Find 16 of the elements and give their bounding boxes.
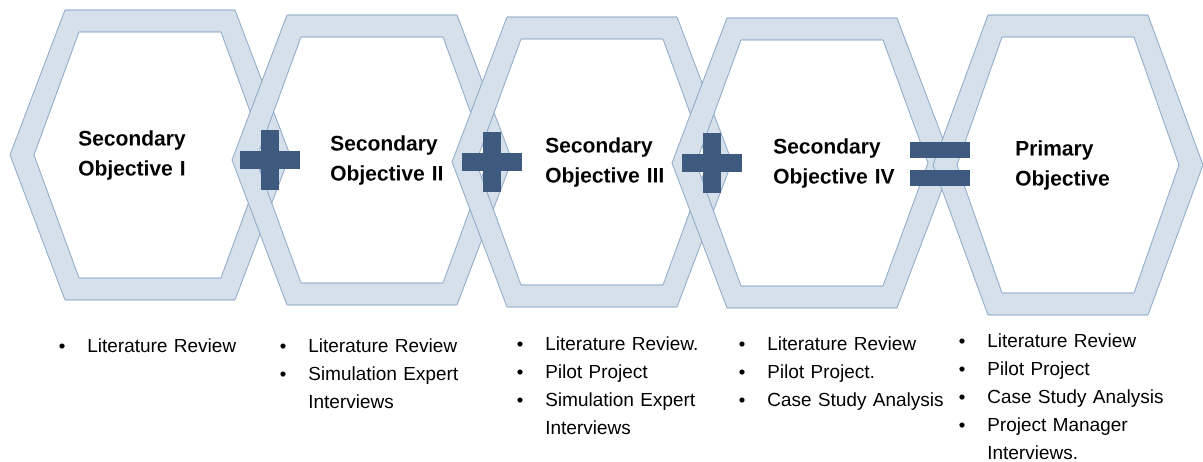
bullet-item: Case Study Analysis: [739, 392, 943, 410]
bullet-item: Project Manager Interviews.: [959, 417, 1128, 460]
hexagon-ring: Primary Objective: [932, 14, 1203, 316]
bullet-item: Literature Review: [739, 336, 917, 351]
bullet-item: Literature Review: [280, 338, 458, 353]
bullet-item: Literature Review: [959, 333, 1137, 348]
bullet-item: Literature Review: [59, 338, 237, 353]
bullet-item: Simulation Expert Interviews: [280, 366, 458, 409]
bullet-item: Case Study Analysis: [959, 389, 1163, 407]
bullet-item: Simulation Expert Interviews: [517, 392, 695, 435]
hexagon-ring: Secondary Objective IV: [671, 17, 953, 309]
bullet-item: Pilot Project: [959, 361, 1090, 379]
hexagon-ring: Secondary Objective I: [9, 9, 291, 301]
bullet-item: Pilot Project.: [739, 364, 874, 382]
bullet-item: Literature Review.: [517, 336, 697, 351]
bullet-item: Pilot Project: [517, 364, 648, 382]
